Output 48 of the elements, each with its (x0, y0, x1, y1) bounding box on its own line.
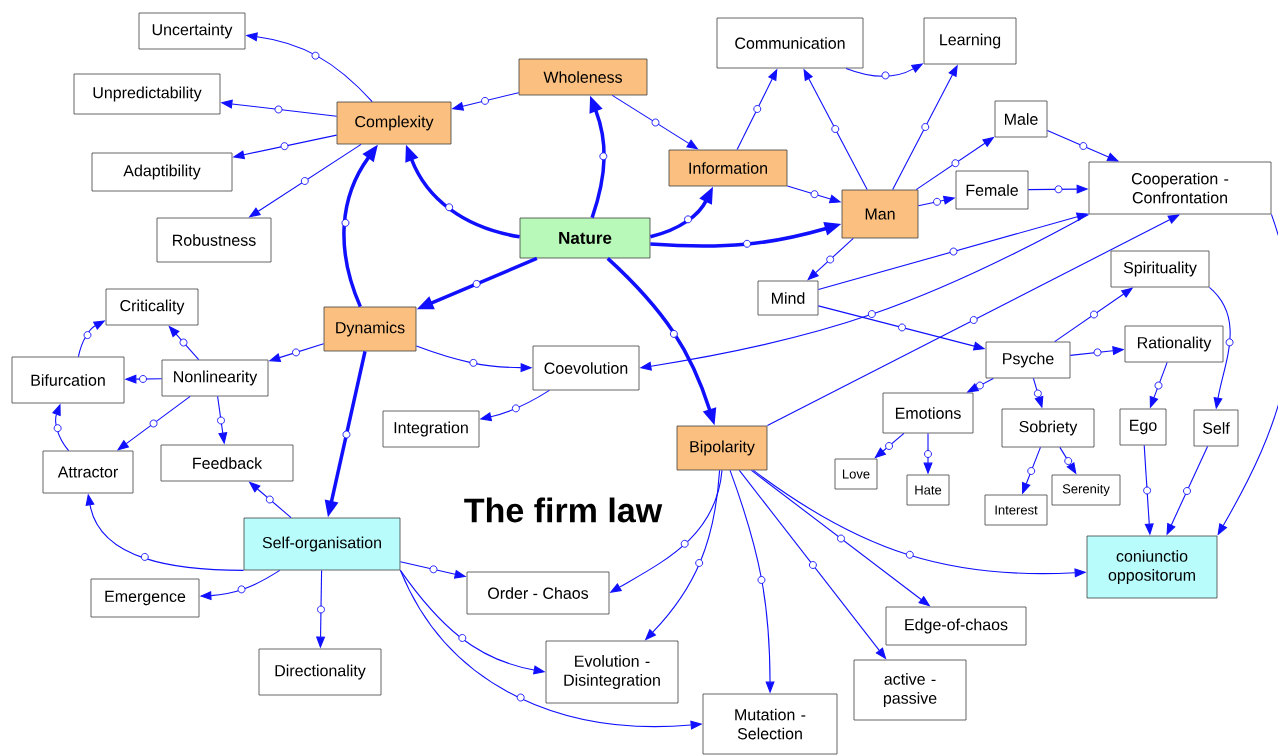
term-box: Cooperation - Confrontation (1088, 161, 1272, 215)
term-box: Self (1193, 409, 1239, 447)
concept-box: Dynamics (323, 306, 417, 352)
term-box: Male (994, 100, 1048, 138)
term-box: Uncertainty (138, 12, 246, 50)
arrow (807, 237, 854, 281)
term-box: Emergence (90, 578, 200, 618)
term-box: Robustness (156, 217, 272, 263)
term-box: Coevolution (532, 345, 640, 391)
term-box: Emotions (882, 392, 974, 434)
concept-box: Complexity (336, 101, 452, 145)
term-box: Criticality (105, 288, 199, 326)
concept-box: Information (668, 149, 788, 187)
term-box: Evolution - Disintegration (545, 640, 679, 704)
term-box: Female (955, 170, 1029, 210)
term-box: Ego (1119, 408, 1167, 446)
term-box: Communication (716, 17, 864, 69)
term-box: Interest (984, 494, 1048, 526)
arrow (766, 214, 1180, 427)
term-box: Psyche (985, 341, 1071, 379)
term-box: Feedback (160, 444, 294, 482)
term-box: Learning (923, 17, 1017, 65)
term-box: Rationality (1124, 325, 1224, 363)
term-box: Spirituality (1110, 250, 1210, 288)
concept-box: Wholeness (518, 58, 648, 96)
term-box: Integration (382, 410, 480, 448)
term-box: Bifurcation (11, 356, 125, 404)
term-box: Love (834, 458, 878, 490)
term-box: Hate (906, 474, 950, 506)
term-box: Adaptibility (91, 152, 233, 192)
term-box: Serenity (1051, 474, 1121, 506)
term-box: Mutation - Selection (702, 693, 838, 755)
term-box: Directionality (258, 648, 382, 696)
term-box: Mind (757, 280, 819, 316)
concept-box: Man (841, 189, 919, 239)
highlighted-box: Self-organisation (243, 517, 401, 571)
term-box: active - passive (853, 659, 967, 721)
term-box: Edge-of-chaos (885, 606, 1027, 646)
central-box: Nature (519, 217, 651, 259)
term-box: Nonlinearity (161, 359, 269, 397)
highlighted-box: coniunctio oppositorum (1086, 535, 1218, 599)
term-box: Order - Chaos (466, 571, 610, 615)
term-box: Attractor (42, 450, 134, 494)
concept-box: Bipolarity (676, 425, 768, 471)
arrow (874, 432, 905, 459)
term-box: Unpredictability (73, 73, 221, 115)
term-box: Sobriety (1001, 408, 1095, 448)
title: The firm law (464, 497, 663, 523)
